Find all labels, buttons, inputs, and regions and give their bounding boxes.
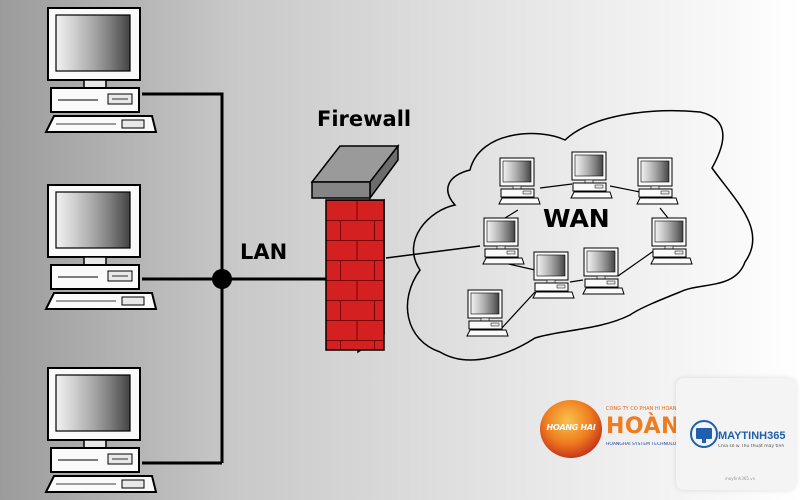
hoang-hai-logo-icon [540, 400, 602, 458]
card-title: MAYTINH365 [718, 430, 786, 442]
card-footer: maytinh365.vn [724, 476, 756, 481]
lan-wiring [142, 92, 326, 465]
wan-computer-7 [582, 247, 625, 295]
wan-computer-1 [498, 157, 541, 205]
firewall-label: Firewall [317, 107, 411, 131]
wan-computer-2 [570, 151, 613, 199]
brand-watermark: HOANG HAI CÔNG TY CỔ PHẦN HI HOÀNG HẢI H… [540, 398, 751, 460]
wan-cloud [406, 109, 754, 361]
wan-computer-8 [466, 289, 509, 337]
firewall-to-wan-link [385, 245, 481, 259]
brand-subline: HOANGHAI SYSTEM TECHNOLOGY [606, 442, 683, 447]
brand-logo-text: HOANG HAI [546, 423, 596, 432]
wan-links [499, 183, 669, 331]
maytinh365-card: MAYTINH365 Chia sẻ & Thủ thuật máy tính … [676, 378, 796, 490]
wan-computer-3 [636, 157, 679, 205]
firewall-icon [310, 143, 400, 354]
brand-tagline: CÔNG TY CỔ PHẦN HI HOÀNG HẢI [606, 406, 691, 412]
lan-label: LAN [240, 240, 287, 264]
wan-computer-5 [650, 217, 693, 265]
wan-label: WAN [543, 204, 610, 233]
lan-computer-1 [45, 7, 157, 133]
lan-switch-node [212, 269, 232, 289]
lan-computer-2 [45, 184, 157, 310]
card-subtitle: Chia sẻ & Thủ thuật máy tính [718, 444, 785, 449]
maytinh365-logo-icon [690, 420, 718, 448]
wan-computer-6 [532, 251, 575, 299]
lan-link-top [142, 92, 224, 463]
lan-computer-3 [45, 367, 157, 493]
wan-computer-4 [482, 217, 525, 265]
